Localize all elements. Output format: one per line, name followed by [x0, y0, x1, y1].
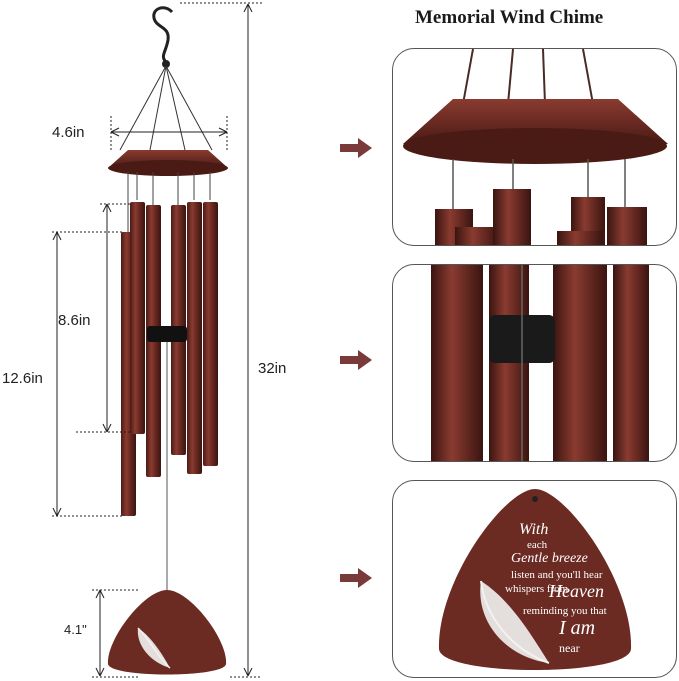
chime-illustration — [52, 2, 262, 678]
striker — [147, 326, 187, 342]
feather-icon — [137, 627, 171, 669]
tube-5 — [187, 202, 202, 474]
detail-panel-top — [392, 48, 677, 246]
arrow-right-icon — [340, 138, 372, 158]
hook-icon — [152, 6, 174, 68]
detail-panel-bottom: With each Gentle breeze listen and you'l… — [392, 480, 677, 678]
total-length-label: 32in — [258, 360, 287, 377]
width-label: 4.6in — [52, 124, 85, 141]
pendant-line-2: each — [527, 539, 548, 551]
page-title: Memorial Wind Chime — [415, 7, 604, 28]
pendant-length-label: 4.1" — [64, 622, 87, 637]
pendant-line-3: Gentle breeze — [511, 551, 588, 566]
tube-2 — [130, 202, 145, 434]
pendant-line-7: reminding you that — [523, 605, 607, 617]
detail-panel-middle — [392, 264, 677, 462]
pendant-line-1: With — [519, 521, 549, 538]
arrow-right-icon — [340, 568, 372, 588]
pendant-line-6: Heaven — [549, 581, 604, 601]
pendant-line-4: listen and you'll hear — [511, 569, 603, 581]
tube-6 — [203, 202, 218, 466]
tube-long-label: 12.6in — [2, 370, 43, 387]
pendant-sail — [107, 590, 227, 675]
pendant-line-8: I am — [559, 617, 596, 639]
pendant-line-9: near — [559, 641, 580, 655]
pendant-line-5: whispers from — [505, 583, 569, 595]
tube-short-label: 8.6in — [58, 312, 91, 329]
arrow-right-icon — [340, 350, 372, 370]
feather-icon — [480, 580, 550, 664]
